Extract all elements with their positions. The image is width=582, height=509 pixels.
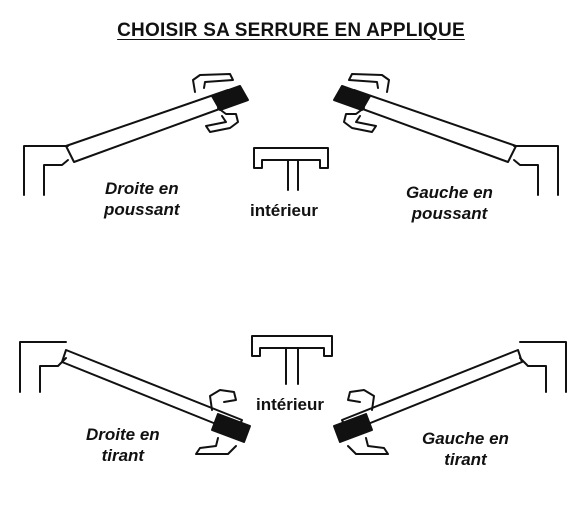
door-bottom-left [19, 341, 251, 455]
label-interieur-bottom: intérieur [256, 395, 325, 414]
door-bottom-right [333, 341, 567, 455]
label-line: Droite en [86, 425, 160, 444]
label-gauche-tirant: Gauche en tirant [422, 428, 509, 470]
door-top-right [333, 73, 559, 196]
label-droite-poussant: Droite en poussant [104, 178, 180, 220]
label-interieur-top: intérieur [250, 201, 319, 220]
interior-frame-bottom [251, 335, 333, 385]
diagram-title: CHOISIR SA SERRURE EN APPLIQUE [117, 20, 465, 41]
label-line: Droite en [104, 179, 179, 198]
label-line: poussant [411, 204, 488, 223]
lock-body [211, 413, 251, 443]
label-droite-tirant: Droite en tirant [86, 424, 160, 466]
door-top-left [23, 73, 249, 196]
label-line: tirant [101, 446, 145, 465]
lock-body [211, 85, 249, 111]
lock-body [333, 413, 373, 443]
label-line: tirant [444, 450, 487, 469]
lock-body [333, 85, 371, 111]
interior-frame-top [253, 147, 329, 191]
label-line: poussant [104, 200, 180, 219]
label-line: Gauche en [422, 429, 509, 448]
label-gauche-poussant: Gauche en poussant [406, 182, 493, 224]
label-line: Gauche en [406, 183, 493, 202]
